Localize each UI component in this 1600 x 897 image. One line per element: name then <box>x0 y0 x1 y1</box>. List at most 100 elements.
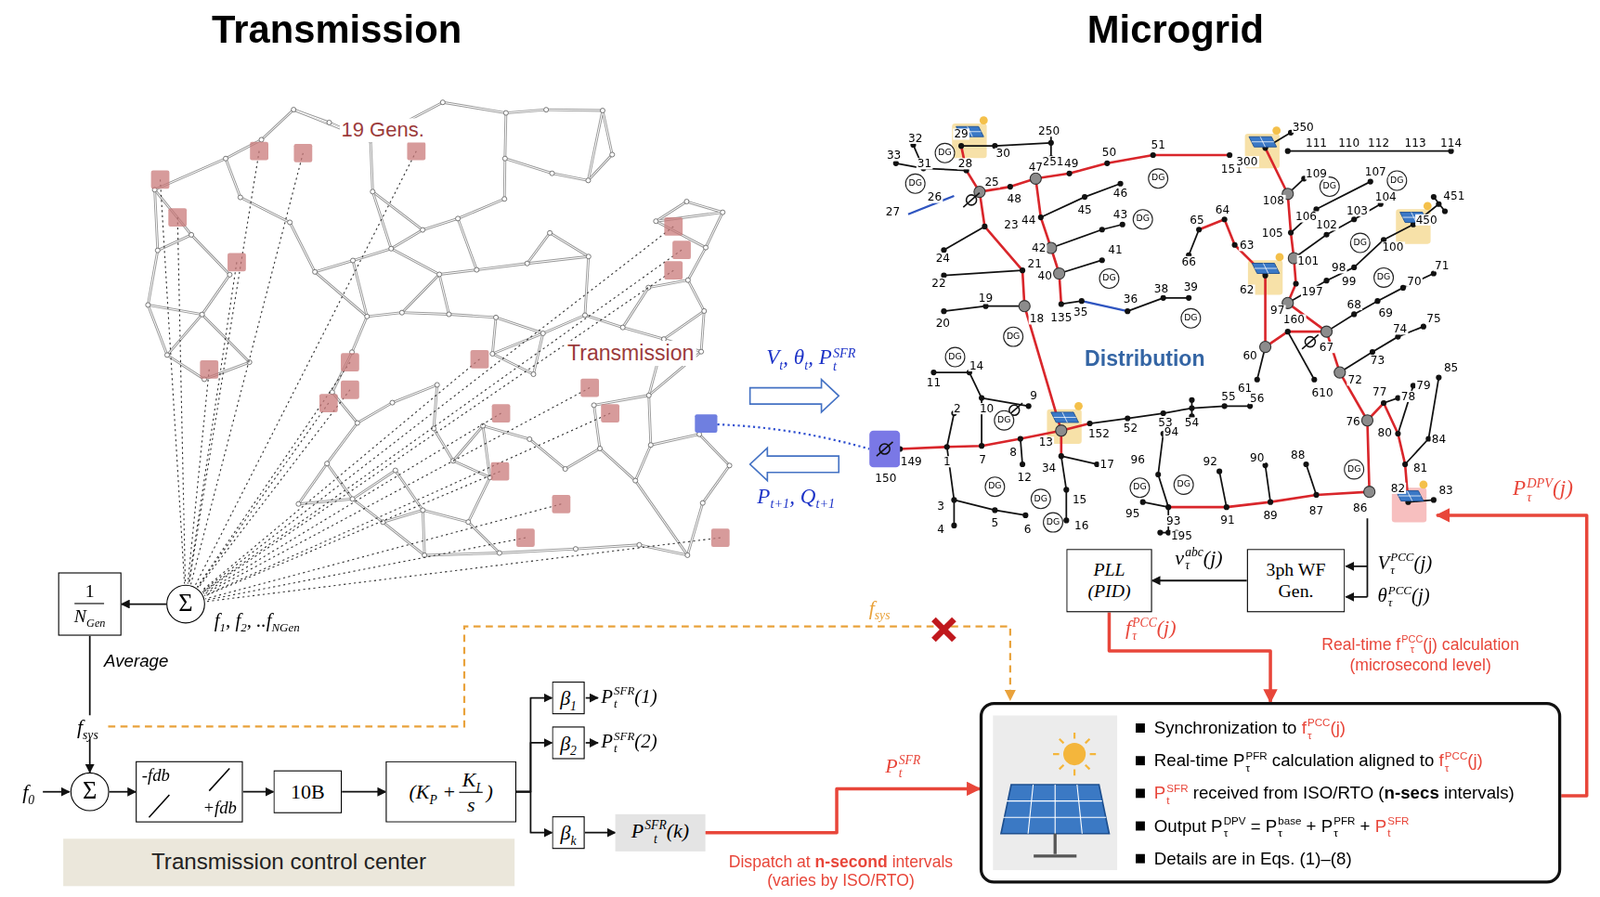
generator-marker <box>663 260 683 280</box>
transmission-line <box>687 503 703 556</box>
node-content: DG <box>1132 482 1146 494</box>
measurement-line <box>204 413 611 596</box>
measurement-line <box>197 390 351 588</box>
transmission-line <box>468 521 500 553</box>
transmission-line <box>457 218 477 270</box>
bus-dot <box>950 522 957 529</box>
bus-number: 15 <box>1071 493 1089 505</box>
feeder-line <box>1191 405 1250 408</box>
transmission-line <box>476 263 527 271</box>
text-run: , Q <box>789 483 816 508</box>
text-run: NGen <box>271 621 300 635</box>
bus-dot <box>1026 403 1032 409</box>
bus-number: 18 <box>1028 312 1046 325</box>
stacked-index: τPCC <box>1131 616 1157 644</box>
bus-number: 40 <box>1036 270 1054 282</box>
transmission-line <box>638 545 688 556</box>
measurement-line <box>203 413 502 594</box>
bus-number: 61 <box>1236 382 1254 394</box>
transmission-line <box>147 304 168 355</box>
pv-panel <box>1254 267 1277 269</box>
bus-dot <box>1140 499 1146 506</box>
generator-marker <box>340 380 360 400</box>
transmission-line <box>422 509 469 522</box>
subscript: t <box>613 742 635 756</box>
node-content: DG <box>1046 517 1060 528</box>
transmission-line <box>390 230 423 249</box>
node-text: -fdb <box>142 765 170 785</box>
text-run: Real-time f <box>1321 635 1401 653</box>
bus-dot <box>1150 152 1157 158</box>
bus-dot <box>1402 461 1408 468</box>
transmission-line <box>701 311 704 352</box>
filter-block: 10B <box>273 770 342 814</box>
measurement-line <box>201 359 481 592</box>
transmission-bus <box>547 230 553 235</box>
bus-dot <box>1119 221 1126 228</box>
transmission-line <box>495 317 544 334</box>
bus-dot <box>1099 226 1106 233</box>
signal-arrow <box>1345 596 1367 599</box>
transmission-bus <box>685 277 690 283</box>
transmission-bus <box>199 312 205 317</box>
bus-dot <box>1430 496 1437 503</box>
bus-dot <box>1222 403 1228 409</box>
bus-number: 251 <box>1040 156 1065 168</box>
sun-ray <box>1090 753 1097 755</box>
node-content: DG <box>1151 173 1165 184</box>
transmission-bus <box>380 520 386 525</box>
text-run: (j) <box>1411 584 1431 606</box>
feeder-line <box>1219 471 1227 508</box>
node-text: DG <box>1390 175 1404 186</box>
node-content: DG <box>1006 331 1020 342</box>
transmission-line <box>495 317 544 334</box>
measurement-line <box>203 388 590 596</box>
generator-marker <box>249 142 269 161</box>
transmission-bus <box>685 552 690 558</box>
transmission-line <box>390 248 440 275</box>
bus-dot <box>1394 430 1401 437</box>
transmission-bus <box>496 550 502 556</box>
generator-marker <box>711 528 730 547</box>
transmission-line <box>395 470 424 511</box>
bus-number: 54 <box>1183 416 1201 429</box>
transmission-bus <box>585 254 591 260</box>
stacked-index: τDPV <box>1223 815 1247 838</box>
text-run: P <box>429 792 437 807</box>
transmission-line <box>599 448 636 482</box>
bus-dot <box>1157 530 1163 536</box>
transmission-line <box>529 439 565 469</box>
node-content: PLL (PID) <box>1076 559 1142 602</box>
bus-number: 39 <box>1183 281 1200 293</box>
node-content: Σ <box>178 589 193 618</box>
node-text: 1 <box>75 581 105 605</box>
bus-dot <box>1022 512 1028 519</box>
bus-dot <box>958 143 964 149</box>
pv-grid <box>1077 784 1082 834</box>
transmission-bus <box>544 107 549 113</box>
text-run: sys <box>82 727 99 742</box>
transmission-line <box>552 173 589 182</box>
transmission-bus <box>434 382 440 388</box>
bus-number: 31 <box>916 157 934 170</box>
feeder-line <box>1293 204 1380 259</box>
bus-number: 75 <box>1425 312 1443 325</box>
transmission-line <box>402 312 450 315</box>
bus-number: 34 <box>1040 461 1058 473</box>
pv-panel <box>1398 495 1421 497</box>
superscript: SFR <box>1166 782 1188 794</box>
bus-dot <box>930 369 937 376</box>
text-run: t <box>779 357 783 373</box>
transmission-line <box>439 273 449 314</box>
generator-marker <box>551 494 571 514</box>
transmission-line <box>157 234 192 251</box>
transmission-line <box>594 395 650 406</box>
bus-number: 69 <box>1377 306 1394 318</box>
text-run: 2 <box>240 621 247 635</box>
bus-number: 91 <box>1219 513 1236 525</box>
transmission-line <box>549 233 589 257</box>
transmission-line <box>167 314 203 356</box>
transmission-line <box>326 423 358 465</box>
transmission-line <box>433 384 438 429</box>
